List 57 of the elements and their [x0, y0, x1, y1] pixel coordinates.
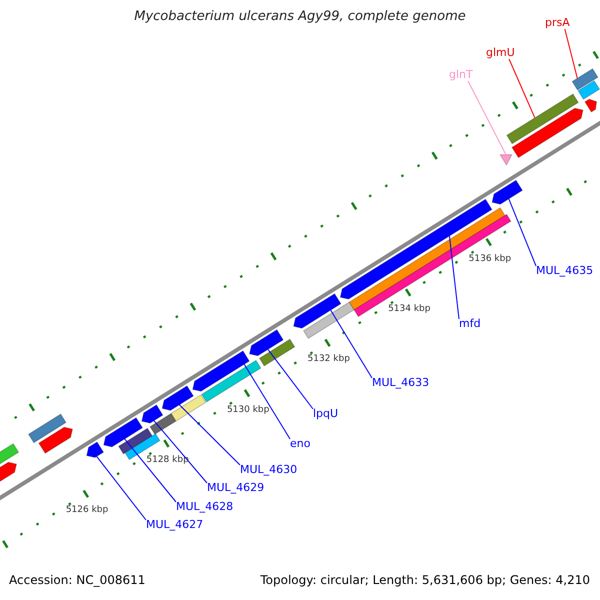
gene-label: lpqU	[313, 407, 338, 420]
leader-line	[508, 58, 536, 118]
gene-segment	[492, 180, 523, 205]
gene-segment	[293, 293, 342, 329]
leader-line	[244, 364, 290, 440]
leader-line	[564, 28, 578, 79]
gene-segment	[584, 98, 598, 113]
category-bar	[28, 414, 67, 444]
category-bar	[170, 394, 206, 422]
gene-label: glmU	[486, 46, 515, 59]
leader-line	[467, 80, 506, 156]
leader-line	[508, 198, 536, 266]
leader-line	[124, 438, 176, 502]
category-bar	[354, 214, 512, 318]
feature-triangle	[499, 154, 512, 166]
leader-line	[178, 404, 240, 466]
category-bar	[149, 412, 177, 435]
category-bar	[118, 428, 153, 454]
gene-label: MUL_4628	[176, 500, 234, 513]
gene-label: MUL_4629	[207, 481, 264, 494]
leader-line	[153, 420, 208, 484]
leader-line	[267, 348, 314, 410]
category-bar	[302, 302, 355, 339]
gene-segment	[103, 417, 144, 448]
scale-label: 5126 kbp	[66, 504, 108, 518]
leader-line	[96, 456, 146, 520]
gene-label: MUL_4627	[146, 518, 204, 531]
scale-label: 5136 kbp	[468, 252, 512, 266]
scale-label: 5132 kbp	[308, 353, 350, 366]
scale-label: 5134 kbp	[388, 302, 430, 316]
footer-text: Topology: circular; Length: 5,631,606 bp; Genes: 4,210	[260, 574, 590, 587]
scale-label: 5130 kbp	[226, 404, 270, 417]
category-bar	[572, 68, 598, 91]
leader-line	[330, 310, 372, 378]
gene-segment	[340, 198, 492, 300]
gene-segment	[511, 108, 584, 158]
gene-segment	[162, 385, 194, 411]
gene-segment	[249, 329, 284, 356]
title: Mycobacterium ulcerans Agy99, complete genome	[133, 10, 467, 23]
category-bar	[201, 360, 262, 403]
gene-segment	[192, 350, 250, 392]
gene-label: MUL_4633	[372, 376, 430, 389]
gene-label: MUL_4630	[240, 463, 298, 476]
gene-segment	[141, 404, 164, 424]
gene-label: MUL_4635	[536, 264, 594, 277]
category-bar	[506, 93, 579, 144]
gene-label: mfd	[459, 317, 481, 330]
footer-text: Accession: NC_008611	[9, 574, 146, 587]
category-bar	[258, 338, 296, 366]
gene-segment	[86, 441, 104, 458]
gene-label: glnT	[449, 68, 473, 81]
gene-segment	[38, 426, 73, 454]
scale-label: 5128 kbp	[146, 454, 189, 467]
gene-label: eno	[290, 437, 310, 450]
category-bar	[578, 80, 600, 100]
leader-line	[448, 236, 460, 320]
gene-label: prsA	[545, 16, 570, 29]
